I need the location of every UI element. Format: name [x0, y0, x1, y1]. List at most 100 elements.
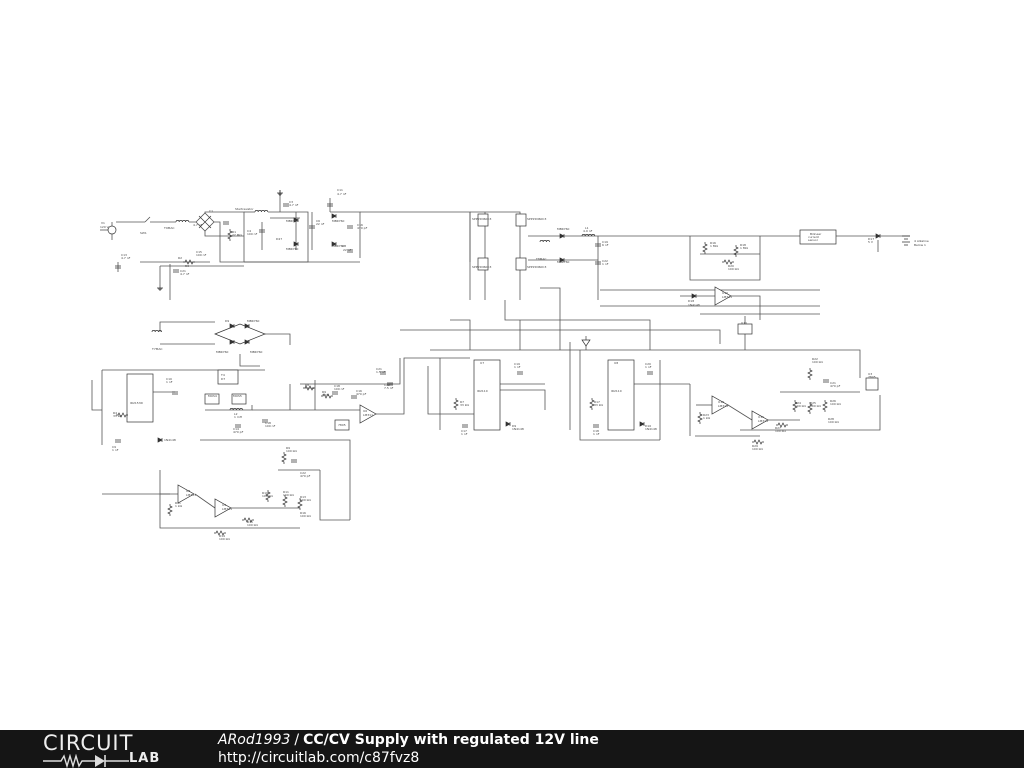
component-label: 33 kΩ — [113, 414, 123, 418]
component-label: C21 — [830, 381, 836, 385]
resistor — [321, 393, 333, 399]
component-label: R24 — [795, 401, 801, 405]
component-label: 100 kΩ — [752, 447, 763, 451]
component-label: 1N4148 — [164, 438, 176, 442]
diode — [875, 233, 881, 239]
component-label: U9 — [222, 503, 226, 507]
component-label: U11 — [741, 321, 747, 325]
component-label: 100 kΩ — [300, 514, 311, 518]
component-label: D7 — [221, 377, 225, 381]
component-label: MBR760 — [286, 247, 299, 251]
diode — [639, 421, 645, 427]
capacitor — [115, 265, 121, 269]
circuitlab-logo[interactable]: CIRCUIT LAB — [43, 733, 175, 768]
component-label: D18 — [688, 299, 694, 303]
author-link[interactable]: ARod1993 — [218, 732, 291, 748]
capacitor — [823, 379, 829, 383]
component-label: C15 — [196, 250, 202, 254]
diode — [157, 437, 163, 443]
component-label: U11 — [758, 415, 764, 419]
component-label: 1 MΩ — [710, 244, 718, 248]
component-label: C9 — [112, 445, 116, 449]
component-label: Below 1 — [914, 243, 926, 247]
opamp — [214, 498, 232, 518]
mosfet — [515, 257, 527, 271]
resistor — [733, 245, 739, 257]
component-label: 1 kΩ — [175, 504, 183, 508]
component-label: SPP15N60C3 — [527, 265, 546, 269]
component-label: 100 kΩ — [262, 494, 273, 498]
resistor — [792, 400, 798, 412]
connector — [865, 377, 879, 391]
component-label: T7MAC — [151, 347, 162, 351]
component-label: C8 — [342, 244, 346, 248]
capacitor — [262, 419, 268, 423]
component-label: R16 — [300, 511, 306, 515]
component-label: MBR760 — [216, 350, 229, 354]
component-label: 100 kΩ — [728, 267, 739, 271]
component-label: R13 — [300, 495, 306, 499]
logo-text-lab: LAB — [129, 751, 161, 766]
component-label: 1.5 nF — [376, 370, 386, 374]
component-label: 100 kΩ — [830, 402, 841, 406]
resistor — [265, 490, 271, 502]
resistor — [697, 412, 703, 424]
component-label: C21 — [376, 367, 382, 371]
circuit-url[interactable]: http://circuitlab.com/c87fvz8 — [218, 750, 420, 766]
wire — [540, 287, 561, 350]
component-label: C18 — [593, 429, 599, 433]
diode — [331, 213, 337, 219]
wire — [159, 321, 215, 332]
capacitor — [283, 203, 289, 207]
capacitor — [172, 391, 178, 395]
component-label: 4.7 nF — [289, 203, 299, 207]
component-label: MBR760 — [332, 219, 345, 223]
mosfet — [477, 257, 489, 271]
component-label: MBR760 — [250, 350, 263, 354]
wire — [579, 350, 660, 441]
component-label: 100 kΩ — [286, 449, 297, 453]
component-label: R1 — [232, 230, 236, 234]
component-label: C14 — [233, 427, 239, 431]
wire — [400, 329, 721, 344]
diode — [293, 217, 299, 223]
wire — [470, 211, 521, 300]
wire — [360, 211, 471, 262]
component-label: R22 — [812, 357, 818, 361]
current-sensor — [799, 229, 837, 245]
diode — [559, 233, 565, 239]
wire — [700, 349, 861, 378]
component-label: 4.7 nF — [180, 272, 190, 276]
capacitor — [462, 424, 468, 428]
component-label: 100 kΩ — [795, 404, 806, 408]
wire — [204, 231, 244, 237]
component-label: R2 — [178, 256, 182, 260]
component-label: C16 — [357, 223, 363, 227]
component-label: C17 — [461, 429, 467, 433]
circuit-title[interactable]: CC/CV Supply with regulated 12V line — [303, 732, 599, 748]
component-label: 1 nF — [645, 365, 652, 369]
resistor — [297, 498, 303, 510]
wire — [427, 366, 474, 415]
component-label: U8 — [614, 361, 618, 365]
capacitor — [351, 395, 357, 399]
component-label: U10 — [722, 291, 728, 295]
component-label: LM311 — [222, 507, 232, 511]
component-label: Bilinear — [810, 232, 822, 236]
component-label: R10 — [262, 491, 268, 495]
capacitor — [115, 439, 121, 443]
component-label: 100 kΩ — [219, 537, 230, 541]
component-label: 1 nF — [514, 365, 521, 369]
component-label: MBR760 — [557, 227, 570, 231]
component-label: 7805 — [868, 375, 876, 379]
component-label: C13 — [121, 253, 127, 257]
resistor — [722, 259, 734, 265]
resistor — [282, 495, 288, 507]
diode — [293, 241, 299, 247]
component-label: 33 kΩ — [460, 403, 470, 407]
capacitor — [332, 391, 338, 395]
mosfet — [204, 393, 220, 405]
component-label: 1 kΩ — [322, 393, 330, 397]
component-label: C1 — [209, 209, 213, 213]
